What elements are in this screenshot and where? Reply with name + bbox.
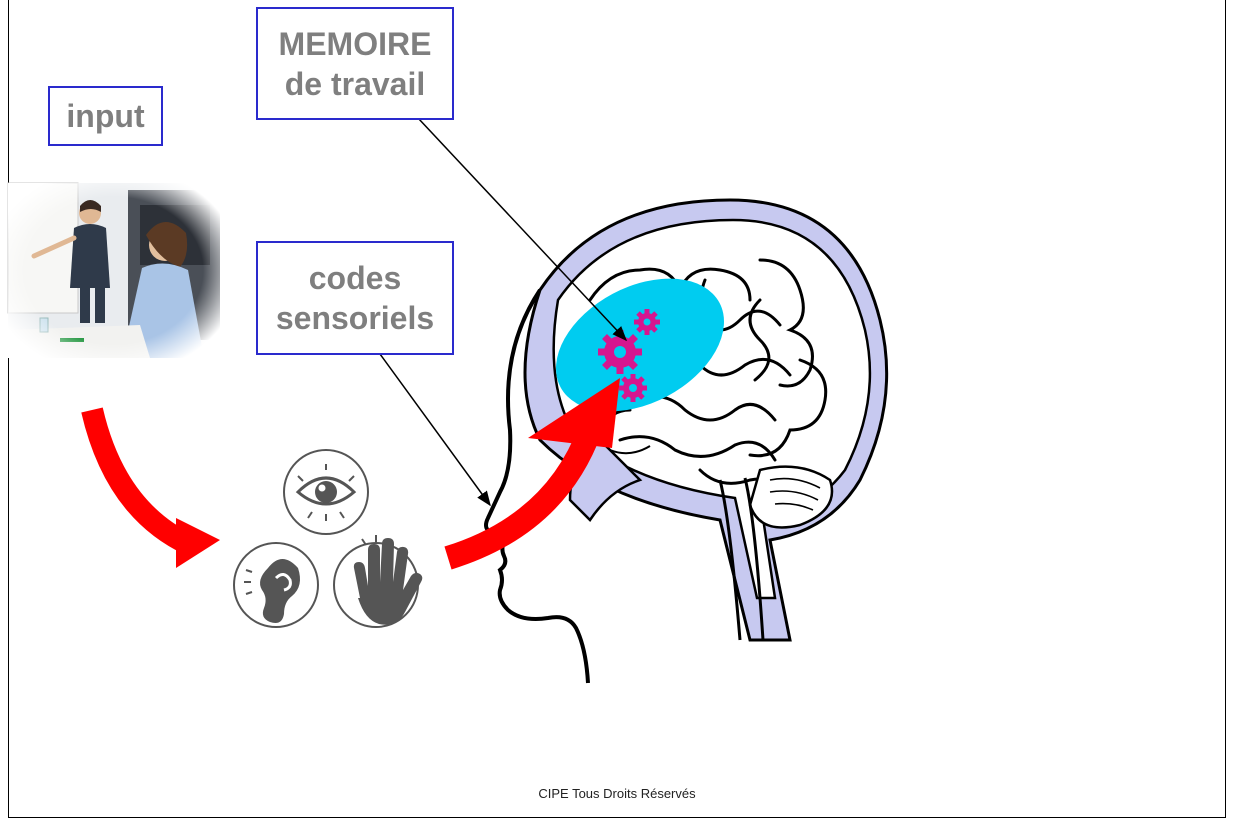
memoire-de-travail-label: MEMOIRE de travail: [256, 7, 454, 120]
brain-head: [484, 198, 889, 684]
eye-icon: [283, 449, 369, 535]
hand-icon: [333, 535, 423, 628]
red-arrow-senses-to-brain: [444, 378, 620, 570]
memoire-connector: [417, 117, 628, 342]
codes-connector: [379, 353, 491, 507]
red-arrow-input-to-senses: [81, 407, 220, 568]
classroom-photo: [7, 182, 220, 358]
gears-icon: [598, 309, 660, 402]
working-memory-region: [555, 278, 725, 412]
ear-icon: [233, 542, 319, 628]
codes-sensoriels-label: codes sensoriels: [256, 241, 454, 355]
input-label: input: [48, 86, 163, 146]
footer-copyright: CIPE Tous Droits Réservés: [538, 786, 696, 801]
